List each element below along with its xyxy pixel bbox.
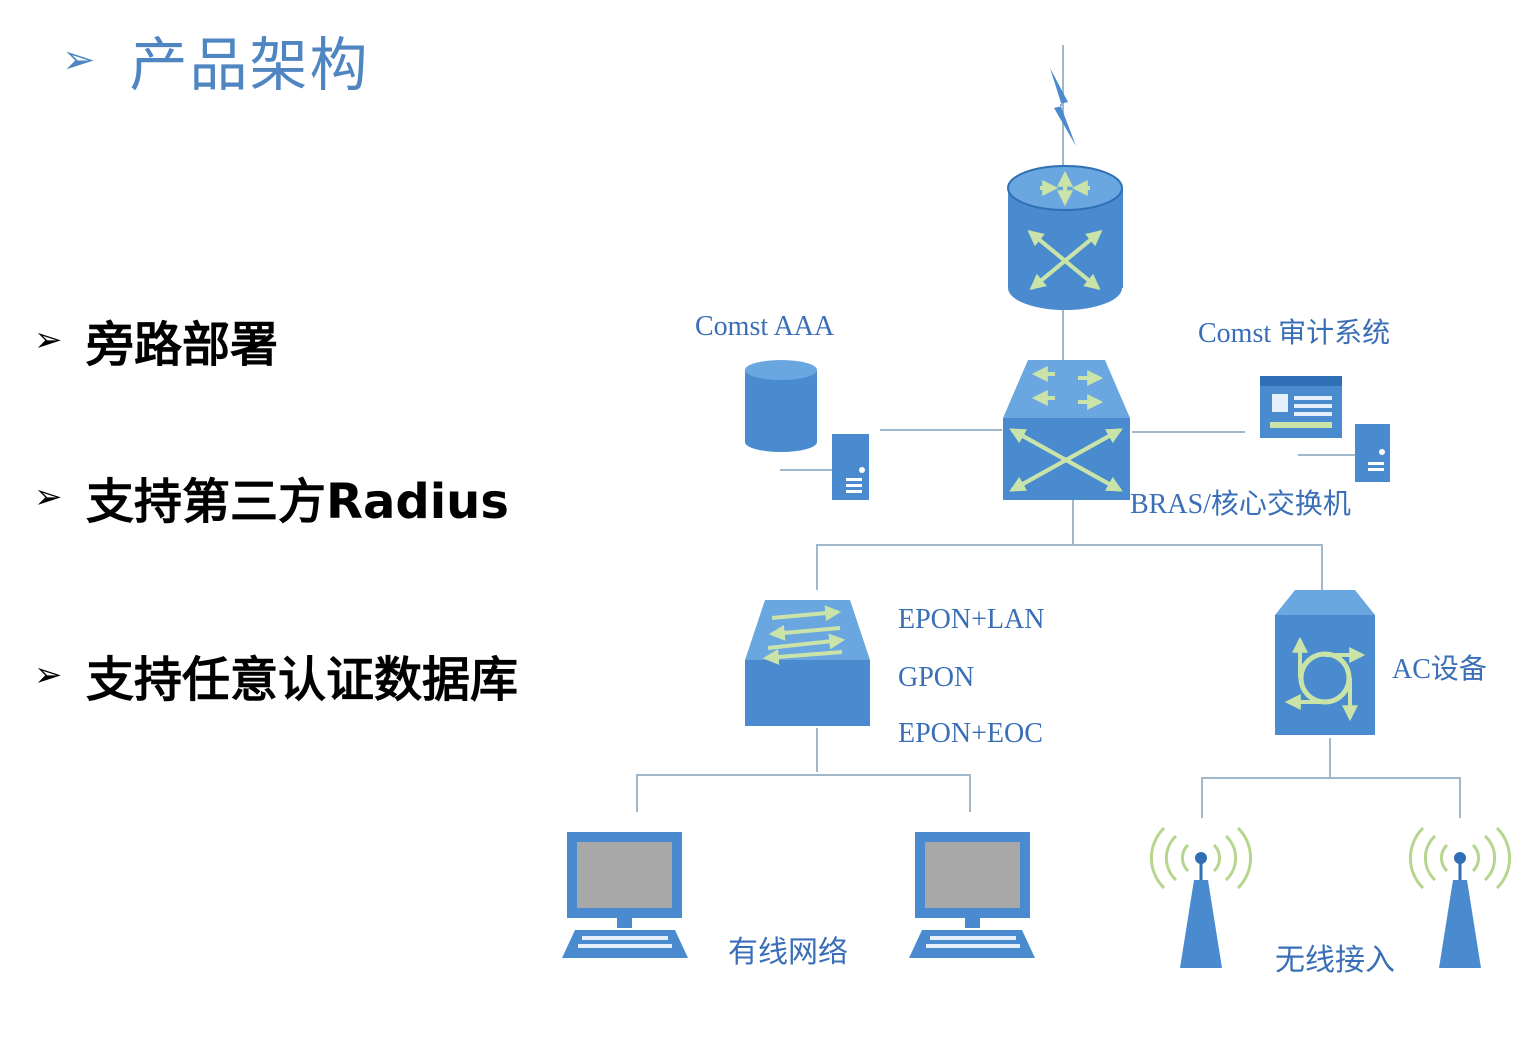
core-switch-icon: [1003, 360, 1130, 500]
gpon-label: GPON: [898, 662, 974, 693]
distribution-line: [816, 544, 1323, 590]
database-icon: [745, 360, 817, 452]
bullet-item: ➢ 旁路部署: [34, 305, 278, 375]
bullet-text: 支持任意认证数据库: [86, 652, 519, 708]
lightning-icon: [1050, 68, 1076, 146]
wireless-tower-icon: [1149, 826, 1253, 968]
epon-eoc-label: EPON+EOC: [898, 718, 1043, 749]
bullet-text: 旁路部署: [86, 317, 279, 373]
wired-network-label: 有线网络: [728, 936, 848, 969]
server-icon: [1355, 424, 1390, 482]
wireless-branch-line: [1201, 777, 1461, 818]
wired-branch-line: [636, 774, 971, 812]
page-title: ➢ 产品架构: [62, 20, 370, 100]
bullet-text: 支持第三方Radius: [86, 474, 509, 530]
bullet-arrow-icon: ➢: [34, 320, 63, 360]
server-icon: [832, 434, 869, 500]
audit-label: Comst 审计系统: [1198, 317, 1390, 349]
router-icon: [1007, 165, 1123, 310]
bullet-item: ➢ 支持第三方Radius: [34, 462, 509, 532]
computer-icon: [909, 832, 1035, 958]
page-title-text: 产品架构: [129, 31, 370, 99]
epon-lan-label: EPON+LAN: [898, 604, 1044, 635]
ac-device-icon: [1275, 590, 1375, 735]
bullet-item: ➢ 支持任意认证数据库: [34, 640, 518, 710]
core-switch-label: BRAS/核心交换机: [1130, 488, 1351, 520]
connection-lines: [636, 45, 1461, 818]
wireless-tower-icon: [1408, 826, 1512, 968]
audit-window-icon: [1260, 376, 1342, 438]
bullet-arrow-icon: ➢: [34, 477, 63, 517]
computer-icon: [562, 832, 688, 958]
ac-device-label: AC设备: [1392, 653, 1487, 685]
title-bullet-icon: ➢: [62, 37, 96, 83]
aaa-label: Comst AAA: [695, 311, 835, 342]
access-switch-icon: [745, 600, 870, 726]
wireless-access-label: 无线接入: [1275, 944, 1395, 977]
bullet-arrow-icon: ➢: [34, 655, 63, 695]
